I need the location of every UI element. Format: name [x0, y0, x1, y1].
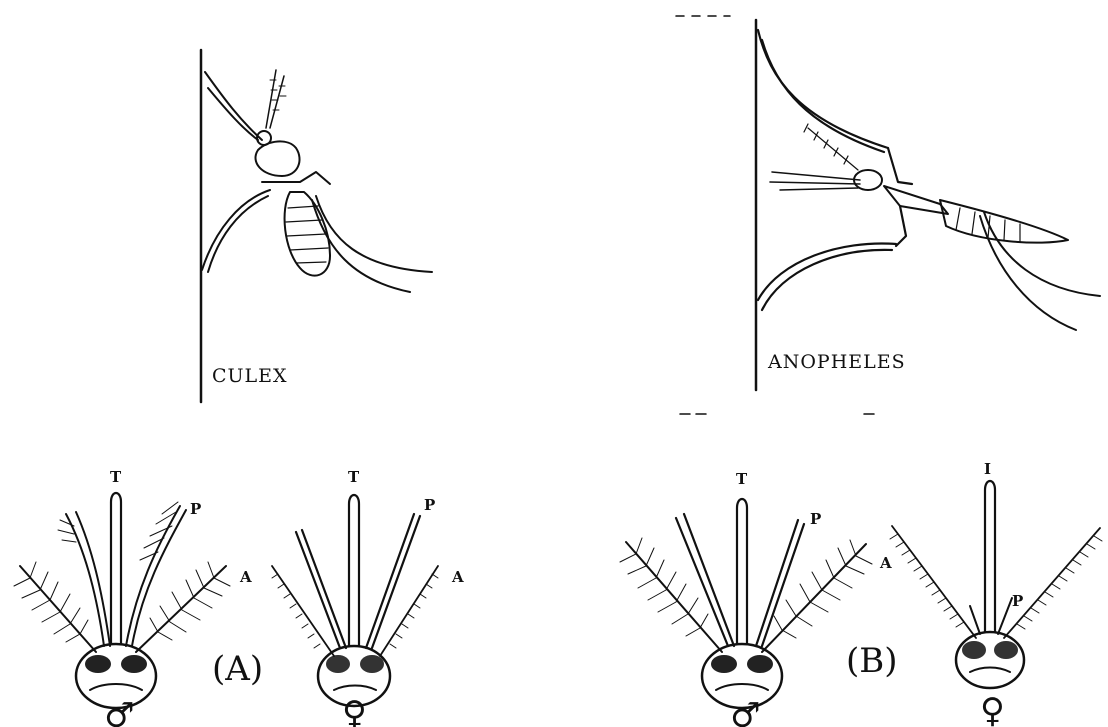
anopheles-middle-leg-b: [762, 250, 892, 310]
culex-male-antenna-left: [20, 566, 96, 652]
panel-b-label: (B): [846, 641, 898, 681]
culex-female-symbol: ♀: [342, 694, 367, 727]
anopheles-male-clypeus: [716, 684, 768, 690]
anopheles-female-eye-left: [962, 641, 986, 659]
culex-male-proboscis: [111, 493, 121, 644]
culex-antenna: [266, 70, 284, 128]
anopheles-male-eye-left: [711, 655, 737, 673]
anopheles-female-head: I P ♀: [890, 460, 1102, 727]
anopheles-male-head: T P A ♂: [620, 470, 892, 727]
anopheles-female-palps: [970, 598, 1012, 634]
culex-female-clypeus: [334, 686, 376, 691]
culex-male-clypeus: [90, 684, 142, 690]
anopheles-middle-knee: [896, 206, 906, 246]
anopheles-female-head-capsule: [956, 632, 1024, 688]
culex-male-palp-hairs: [58, 502, 178, 560]
culex-male-eye-left: [85, 655, 111, 673]
anopheles-male-eye-right: [747, 655, 773, 673]
culex-male-eye-right: [121, 655, 147, 673]
anopheles-male-symbol: ♂: [730, 696, 760, 727]
culex-middle-leg-b: [208, 196, 268, 272]
culex-resting-drawing: CULEX: [201, 50, 432, 402]
culex-female-palp-left: [296, 530, 346, 648]
culex-female-palp-label: P: [424, 496, 435, 514]
culex-female-head: T P A ♀: [272, 468, 464, 727]
anopheles-female-eye-right: [994, 641, 1018, 659]
culex-female-antenna-right-hairs: [390, 574, 438, 648]
culex-male-palp-right: [126, 506, 186, 646]
culex-male-symbol: ♂: [104, 696, 134, 727]
culex-male-palp-label: P: [190, 500, 201, 518]
anopheles-female-antenna-right: [1004, 528, 1100, 638]
anopheles-front-knee: [888, 148, 912, 184]
anopheles-male-palp-left: [676, 514, 734, 646]
anopheles-female-tube-label: I: [984, 460, 991, 478]
anopheles-middle-leg: [758, 243, 896, 300]
culex-front-leg: [205, 72, 262, 140]
culex-wing-base: [262, 172, 330, 184]
culex-hind-leg-b: [312, 200, 410, 292]
anopheles-antenna: [804, 124, 858, 170]
anopheles-female-clypeus: [970, 668, 1010, 673]
culex-female-tube-label: T: [348, 468, 360, 486]
anopheles-female-palp-label: P: [1012, 592, 1023, 610]
anopheles-male-proboscis: [737, 499, 747, 644]
anopheles-female-proboscis: [985, 481, 995, 632]
anopheles-front-leg: [758, 30, 888, 148]
anopheles-thorax: [884, 186, 948, 214]
culex-female-eye-left: [326, 655, 350, 673]
culex-male-antenna-label: A: [239, 568, 252, 586]
panel-a-label: (A): [212, 649, 263, 689]
culex-female-eye-right: [360, 655, 384, 673]
culex-label: CULEX: [212, 365, 288, 387]
anopheles-male-tube-label: T: [736, 470, 748, 488]
anopheles-male-antenna-label: A: [879, 554, 892, 572]
anopheles-female-antenna-left-hairs: [890, 534, 964, 627]
anopheles-female-symbol: ♀: [980, 691, 1005, 727]
culex-male-tube-label: T: [110, 468, 122, 486]
culex-thorax: [255, 141, 299, 176]
culex-hind-leg: [316, 196, 432, 272]
culex-female-antenna-left: [272, 566, 334, 656]
culex-front-leg-b: [208, 88, 258, 140]
anopheles-front-leg-b: [762, 40, 884, 152]
anopheles-resting-drawing: ANOPHELES: [756, 20, 1100, 390]
anopheles-male-palp-label: P: [810, 510, 821, 528]
anopheles-female-antenna-right-hairs: [1017, 536, 1102, 629]
culex-female-palp-right: [366, 514, 420, 648]
culex-female-antenna-left-hairs: [272, 574, 320, 648]
anopheles-label: ANOPHELES: [767, 351, 906, 373]
anopheles-palps: [770, 172, 860, 190]
culex-female-proboscis: [349, 495, 359, 646]
anopheles-hind-leg-b: [980, 216, 1076, 330]
culex-female-antenna-label: A: [451, 568, 464, 586]
culex-female-antenna-right: [380, 566, 438, 656]
anopheles-hind-leg: [984, 212, 1100, 296]
